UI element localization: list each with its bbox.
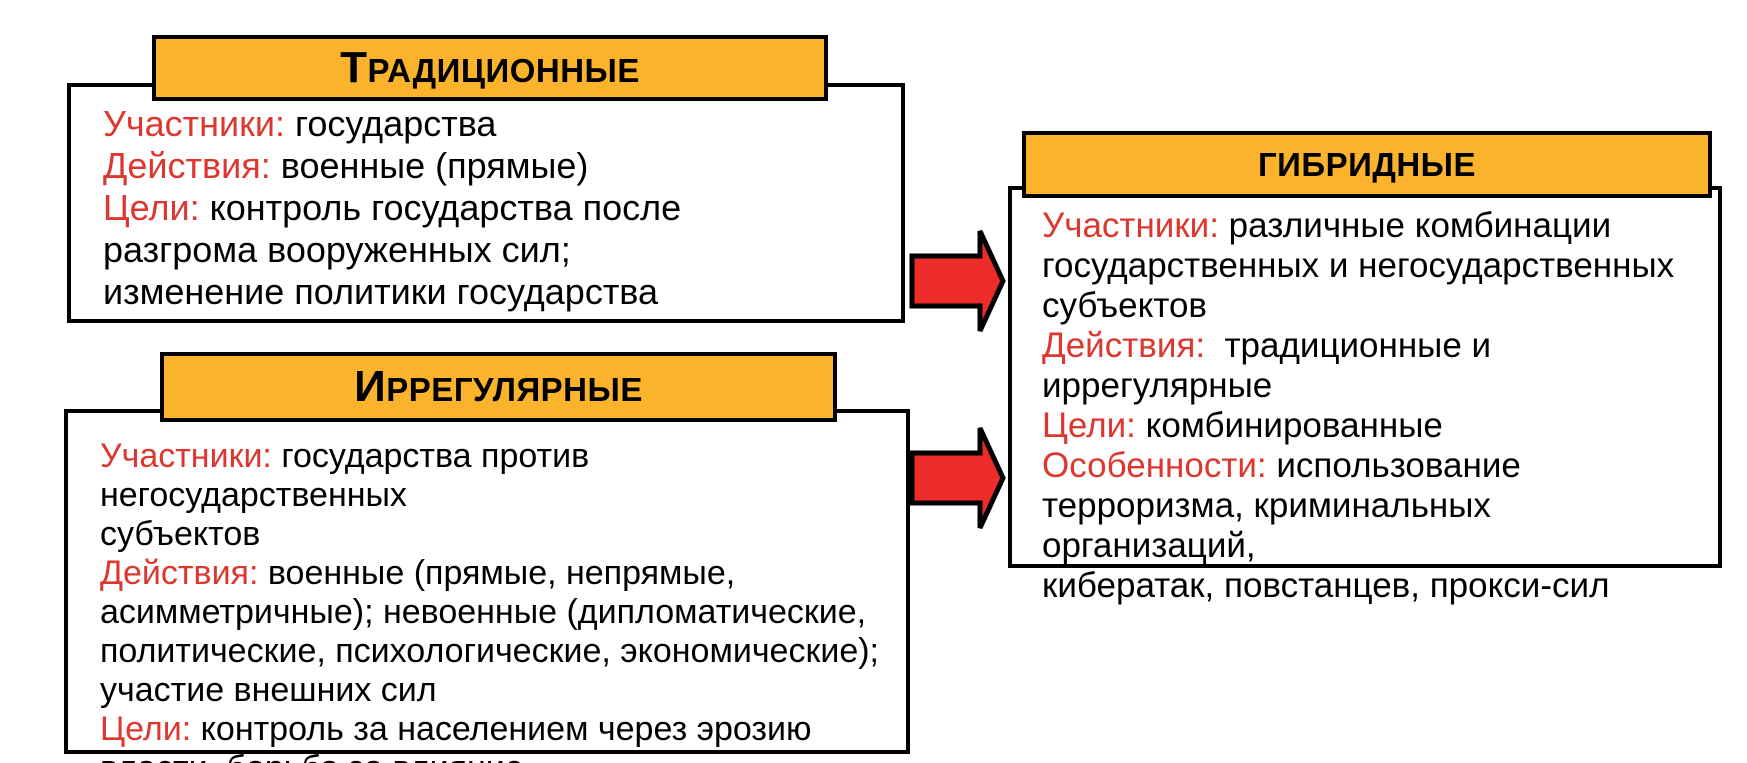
- field-label: Цели:: [100, 710, 192, 748]
- arrow-traditional-to-hybrid-icon: [909, 229, 1006, 333]
- field-label: Участники:: [1042, 206, 1219, 245]
- field-label: Действия:: [1042, 326, 1206, 365]
- text-line: власти, борьба за влияние: [100, 749, 892, 763]
- box-irregular-header: Иррегулярные: [160, 352, 837, 422]
- field-label: Цели:: [1042, 406, 1136, 445]
- text-line: Действия: военные (прямые, непрямые,: [100, 554, 892, 593]
- box-traditional-title: Традиционные: [340, 43, 640, 92]
- text-line: изменение политики государства: [103, 271, 883, 313]
- text-line: Действия: военные (прямые): [103, 145, 883, 187]
- text-line: асимметричные); невоенные (дипломатическ…: [100, 593, 892, 632]
- text-line: политические, психологические, экономиче…: [100, 632, 892, 671]
- field-label: Особенности:: [1042, 446, 1267, 485]
- field-text: разгрома вооруженных сил;: [103, 229, 571, 270]
- field-text: традиционные и: [1205, 326, 1492, 365]
- text-line: Участники: государства против негосударс…: [100, 437, 892, 515]
- text-line: иррегулярные: [1042, 366, 1704, 406]
- box-irregular: Участники: государства против негосударс…: [64, 409, 910, 763]
- field-text: субъектов: [1042, 286, 1208, 325]
- field-label: Участники:: [100, 437, 272, 475]
- text-line: Цели: комбинированные: [1042, 406, 1704, 446]
- field-text: государственных и негосударственных: [1042, 246, 1675, 285]
- field-text: военные (прямые): [270, 145, 589, 186]
- field-text: военные (прямые, непрямые,: [258, 554, 736, 592]
- field-text: субъектов: [100, 515, 261, 553]
- arrow-irregular-to-hybrid-icon: [909, 426, 1006, 530]
- box-hybrid-title: ГИБРИДНЫЕ: [1257, 146, 1477, 183]
- box-irregular-content: Участники: государства против негосударс…: [68, 413, 906, 763]
- text-line: Цели: контроль государства после: [103, 187, 883, 229]
- field-text: комбинированные: [1135, 406, 1443, 445]
- text-line: Особенности: использование: [1042, 446, 1704, 486]
- text-line: государственных и негосударственных: [1042, 246, 1704, 286]
- box-hybrid-header: ГИБРИДНЫЕ: [1022, 131, 1712, 198]
- field-text: асимметричные); невоенные (дипломатическ…: [100, 593, 867, 631]
- text-line: Участники: различные комбинации: [1042, 206, 1704, 246]
- text-line: субъектов: [1042, 286, 1704, 326]
- field-label: Действия:: [100, 554, 259, 592]
- field-text: терроризма, криминальных организаций,: [1042, 486, 1501, 565]
- field-text: государства: [285, 103, 497, 144]
- field-text: контроль за населением через эрозию: [191, 710, 812, 748]
- text-line: терроризма, криминальных организаций,: [1042, 486, 1704, 566]
- field-text: использование: [1266, 446, 1521, 485]
- text-line: Цели: контроль за населением через эрози…: [100, 710, 892, 749]
- text-line: субъектов: [100, 515, 892, 554]
- field-text: кибератак, повстанцев, прокси-сил: [1042, 566, 1610, 605]
- field-text: иррегулярные: [1042, 366, 1273, 405]
- field-text: государства против негосударственных: [100, 437, 599, 514]
- field-text: власти, борьба за влияние: [100, 749, 524, 763]
- field-text: контроль государства после: [199, 187, 682, 228]
- text-line: Действия: традиционные и: [1042, 326, 1704, 366]
- field-text: различные комбинации: [1218, 206, 1612, 245]
- box-irregular-title: Иррегулярные: [354, 362, 643, 411]
- field-text: изменение политики государства: [103, 271, 659, 312]
- text-line: Участники: государства: [103, 103, 883, 145]
- field-label: Цели:: [103, 187, 200, 228]
- field-label: Действия:: [103, 145, 271, 186]
- box-traditional-header: Традиционные: [152, 35, 828, 101]
- text-line: участие внешних сил: [100, 671, 892, 710]
- field-text: участие внешних сил: [100, 671, 437, 709]
- field-text: политические, психологические, экономиче…: [100, 632, 879, 670]
- text-line: кибератак, повстанцев, прокси-сил: [1042, 566, 1704, 606]
- field-label: Участники:: [103, 103, 285, 144]
- text-line: разгрома вооруженных сил;: [103, 229, 883, 271]
